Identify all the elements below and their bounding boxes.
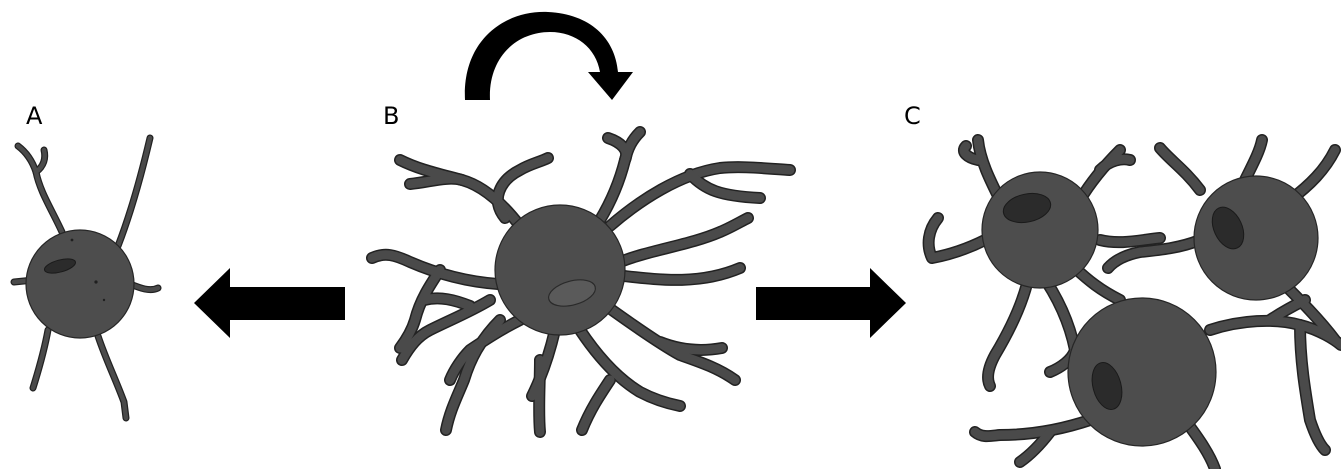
- cell-c-soma-top-right: [1194, 176, 1318, 300]
- curved-arrow-icon: [465, 12, 633, 100]
- cell-c-soma-top-left: [982, 172, 1098, 288]
- cell-b-ramified: [372, 132, 790, 432]
- arrow-left-icon: [194, 268, 345, 338]
- cell-a-soma: [26, 230, 134, 338]
- cell-b-soma: [495, 205, 625, 335]
- cell-c-soma-bottom: [1068, 298, 1216, 446]
- cell-c-cluster: [929, 140, 1341, 469]
- panel-label-a: A: [26, 102, 43, 130]
- cell-a-amoeboid: [14, 138, 158, 418]
- arrow-right-icon: [756, 268, 906, 338]
- panel-label-b: B: [383, 102, 399, 130]
- panel-label-c: C: [904, 102, 921, 130]
